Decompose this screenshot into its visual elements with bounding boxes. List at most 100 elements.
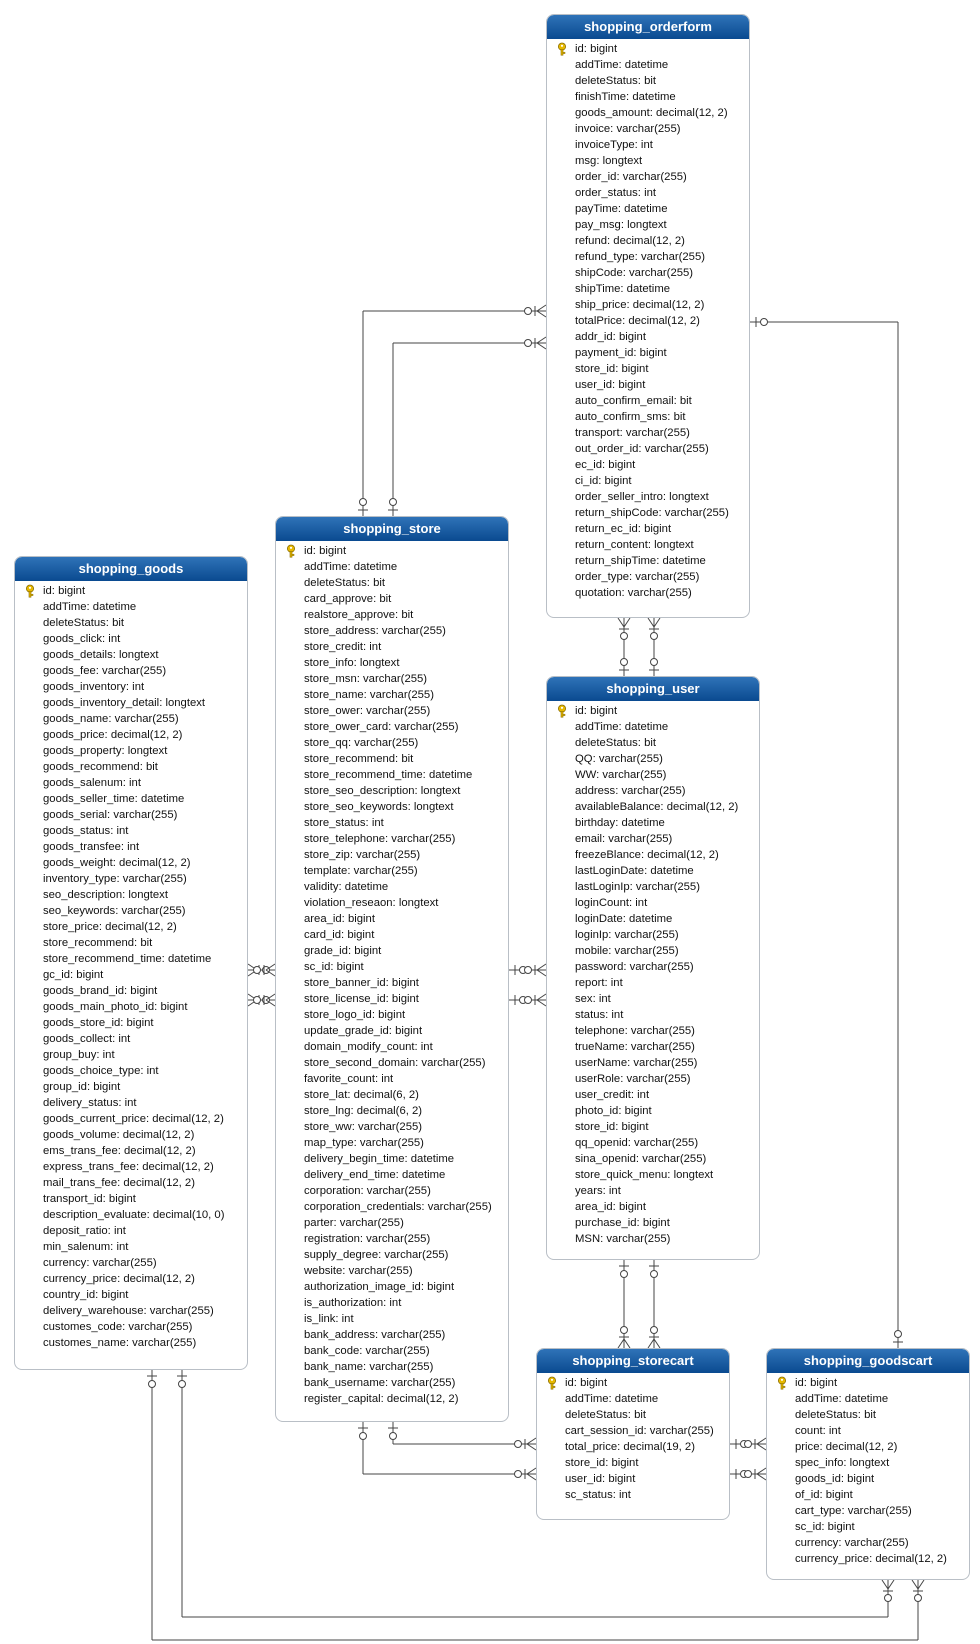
column-label: sc_status: int	[565, 1489, 631, 1501]
column-label: addTime: datetime	[565, 1393, 659, 1405]
column-label: invoiceType: int	[575, 139, 653, 151]
column-row: cart_session_id: varchar(255)	[537, 1423, 729, 1439]
optional-marker	[650, 632, 658, 640]
optional-marker	[519, 996, 527, 1004]
column-row: MSN: varchar(255)	[547, 1231, 759, 1247]
column-row: goods_property: longtext	[15, 743, 247, 759]
connector-segment	[756, 1443, 767, 1451]
column-row: ci_id: bigint	[547, 473, 749, 489]
column-row: store_id: bigint	[547, 1119, 759, 1135]
column-label: transport: varchar(255)	[575, 427, 690, 439]
column-label: user_id: bigint	[575, 379, 646, 391]
column-label: id: bigint	[795, 1377, 838, 1389]
column-label: total_price: decimal(19, 2)	[565, 1441, 695, 1453]
column-row: id: bigint	[15, 583, 247, 599]
column-row: of_id: bigint	[767, 1487, 969, 1503]
key-icon	[558, 704, 566, 718]
column-row: delivery_status: int	[15, 1095, 247, 1111]
column-label: goods_collect: int	[43, 1033, 131, 1045]
column-label: mail_trans_fee: decimal(12, 2)	[43, 1177, 195, 1189]
connector-segment	[265, 999, 276, 1007]
column-label: store_recommend_time: datetime	[43, 953, 212, 965]
column-row: min_salenum: int	[15, 1239, 247, 1255]
column-label: store_license_id: bigint	[304, 993, 419, 1005]
column-row: payTime: datetime	[547, 201, 749, 217]
entity-title: shopping_orderform	[547, 15, 749, 39]
column-label: goods_property: longtext	[43, 745, 168, 757]
column-label: store_qq: varchar(255)	[304, 737, 419, 749]
column-label: store_seo_description: longtext	[304, 785, 461, 797]
column-label: bank_name: varchar(255)	[304, 1361, 434, 1373]
column-label: goods_inventory: int	[43, 681, 145, 693]
column-row: ems_trans_fee: decimal(12, 2)	[15, 1143, 247, 1159]
column-label: id: bigint	[575, 43, 618, 55]
optional-marker	[524, 996, 532, 1004]
optional-marker	[650, 658, 658, 666]
column-label: shipCode: varchar(255)	[575, 267, 694, 279]
optional-marker	[148, 1380, 156, 1388]
column-label: addTime: datetime	[575, 59, 669, 71]
column-row: loginDate: datetime	[547, 911, 759, 927]
column-label: addTime: datetime	[304, 561, 398, 573]
column-row: user_id: bigint	[547, 377, 749, 393]
column-row: goods_status: int	[15, 823, 247, 839]
column-row: email: varchar(255)	[547, 831, 759, 847]
column-row: freezeBlance: decimal(12, 2)	[547, 847, 759, 863]
entity-shopping-orderform[interactable]: shopping_orderform id: bigint addTime: da…	[546, 14, 750, 618]
column-row: report: int	[547, 975, 759, 991]
column-label: currency_price: decimal(12, 2)	[795, 1553, 947, 1565]
column-row: store_qq: varchar(255)	[276, 735, 508, 751]
column-label: deleteStatus: bit	[795, 1409, 877, 1421]
column-label: addTime: datetime	[575, 721, 669, 733]
column-row: transport_id: bigint	[15, 1191, 247, 1207]
column-label: count: int	[795, 1425, 841, 1437]
connector-segment	[623, 1338, 631, 1349]
key-icon	[26, 584, 34, 598]
column-row: parter: varchar(255)	[276, 1215, 508, 1231]
column-row: deleteStatus: bit	[767, 1407, 969, 1423]
column-row: domain_modify_count: int	[276, 1039, 508, 1055]
column-label: delivery_status: int	[43, 1097, 137, 1109]
column-label: addTime: datetime	[795, 1393, 889, 1405]
column-label: payTime: datetime	[575, 203, 668, 215]
column-row: addTime: datetime	[276, 559, 508, 575]
column-row: store_zip: varchar(255)	[276, 847, 508, 863]
optional-marker	[650, 1326, 658, 1334]
entity-shopping-goodscart[interactable]: shopping_goodscart id: bigint addTime: da…	[766, 1348, 970, 1580]
column-row: bank_username: varchar(255)	[276, 1375, 508, 1391]
connector-segment	[653, 617, 661, 628]
column-row: store_msn: varchar(255)	[276, 671, 508, 687]
entity-title: shopping_goodscart	[767, 1349, 969, 1373]
connector-segment	[653, 1338, 661, 1349]
column-row: address: varchar(255)	[547, 783, 759, 799]
column-row: deleteStatus: bit	[276, 575, 508, 591]
column-row: order_seller_intro: longtext	[547, 489, 749, 505]
column-row: store_telephone: varchar(255)	[276, 831, 508, 847]
column-label: currency: varchar(255)	[43, 1257, 157, 1269]
column-row: return_shipCode: varchar(255)	[547, 505, 749, 521]
column-label: sc_id: bigint	[304, 961, 364, 973]
column-label: store_ower: varchar(255)	[304, 705, 431, 717]
column-row: website: varchar(255)	[276, 1263, 508, 1279]
column-label: store_info: longtext	[304, 657, 400, 669]
column-row: pay_msg: longtext	[547, 217, 749, 233]
column-label: seo_description: longtext	[43, 889, 168, 901]
column-label: gc_id: bigint	[43, 969, 104, 981]
column-row: goods_main_photo_id: bigint	[15, 999, 247, 1015]
column-row: goods_store_id: bigint	[15, 1015, 247, 1031]
column-label: is_authorization: int	[304, 1297, 402, 1309]
column-label: seo_keywords: varchar(255)	[43, 905, 186, 917]
column-row: authorization_image_id: bigint	[276, 1279, 508, 1295]
column-row: payment_id: bigint	[547, 345, 749, 361]
column-row: order_id: varchar(255)	[547, 169, 749, 185]
column-label: return_shipTime: datetime	[575, 555, 706, 567]
column-row: lastLoginIp: varchar(255)	[547, 879, 759, 895]
connector-segment	[536, 963, 547, 971]
column-row: id: bigint	[547, 703, 759, 719]
column-row: store_id: bigint	[547, 361, 749, 377]
column-row: grade_id: bigint	[276, 943, 508, 959]
